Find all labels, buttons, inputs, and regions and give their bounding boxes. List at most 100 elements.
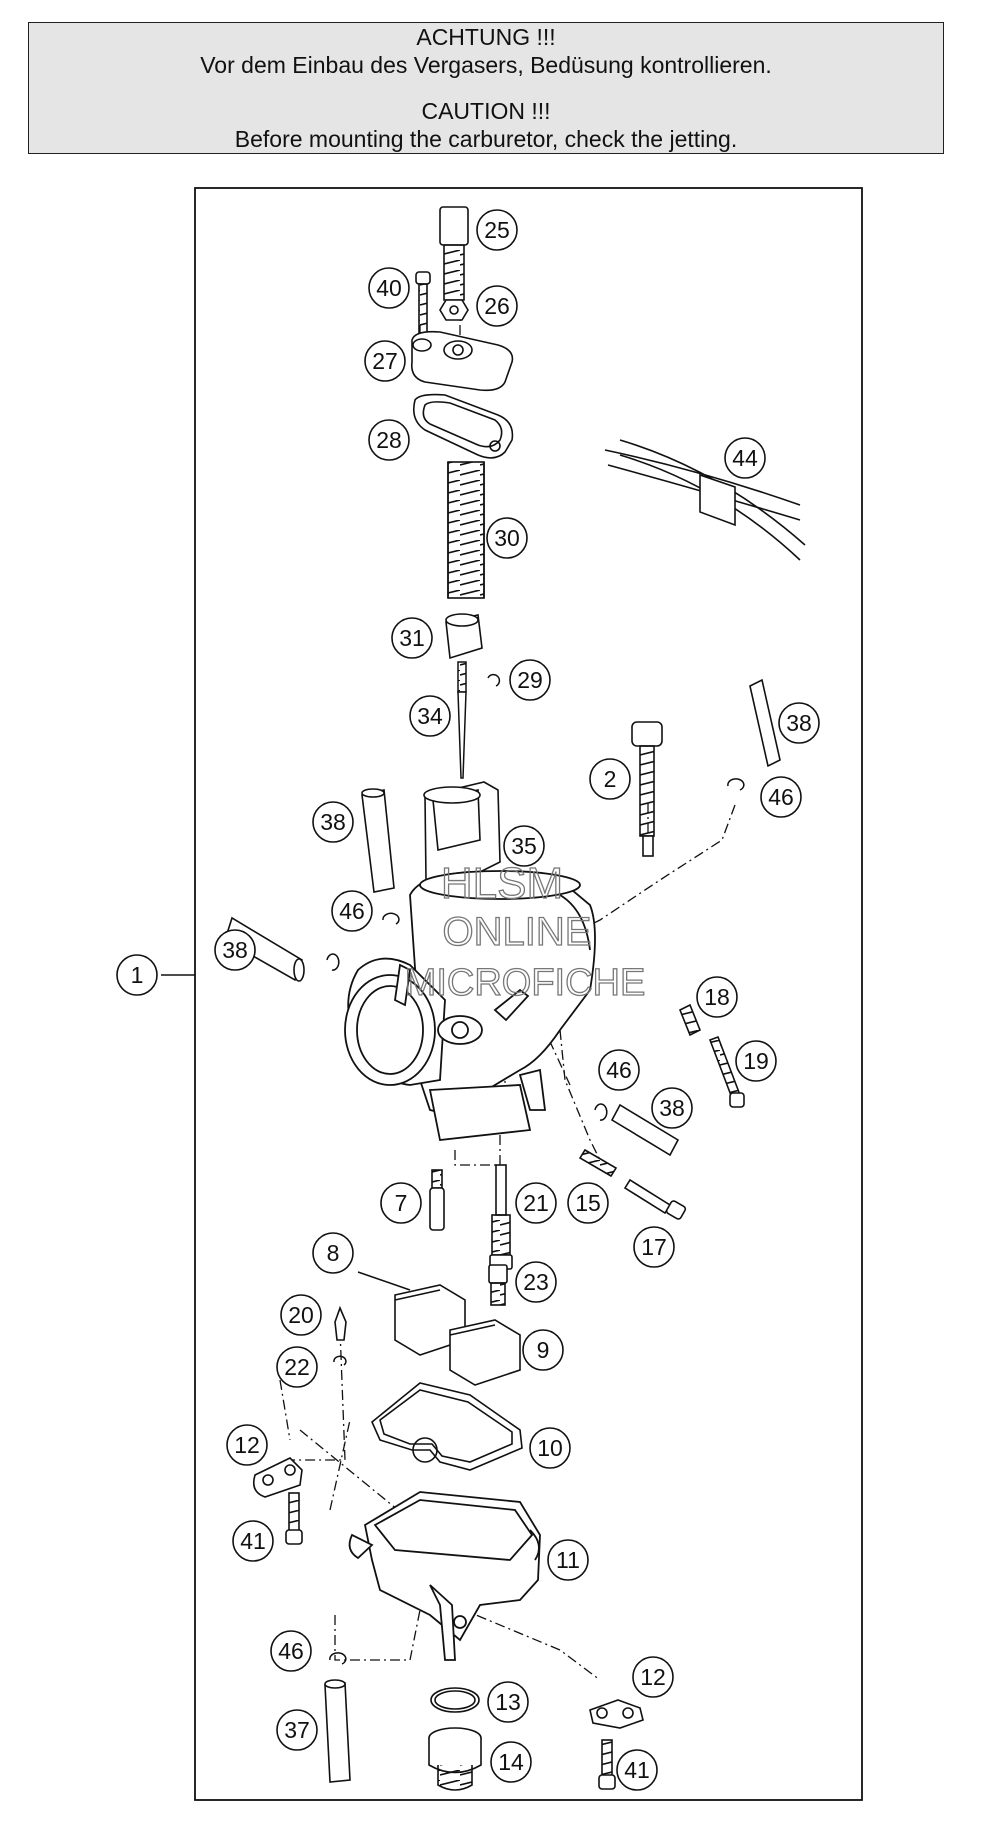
- cover-screw: [415, 271, 431, 335]
- svg-text:29: 29: [517, 667, 543, 693]
- watermark-line-1: HLSM: [441, 859, 563, 908]
- caution-text-english: Before mounting the carburetor, check th…: [234, 126, 738, 152]
- float-needle-clip: [333, 1355, 347, 1366]
- float-bowl: [348, 1491, 541, 1661]
- hose-top-right: [749, 678, 781, 768]
- svg-text:46: 46: [278, 1638, 304, 1664]
- needle-clip: [487, 673, 501, 687]
- svg-text:15: 15: [575, 1190, 601, 1216]
- callout-44: 44: [724, 437, 766, 479]
- callout-12-top: 12: [226, 1424, 268, 1466]
- svg-text:34: 34: [417, 703, 443, 729]
- svg-text:9: 9: [537, 1337, 550, 1363]
- needle-clip-holder: [445, 613, 483, 660]
- pilot-jet: [429, 1169, 445, 1231]
- callout-34: 34: [409, 695, 451, 737]
- svg-text:41: 41: [624, 1757, 650, 1783]
- callout-8: 8: [312, 1232, 354, 1274]
- drain-plug-o-ring: [430, 1687, 480, 1713]
- caution-heading-german: ACHTUNG !!!: [416, 24, 556, 50]
- svg-text:35: 35: [511, 833, 537, 859]
- watermark-line-3: MICROFICHE: [405, 962, 646, 1004]
- float-needle: [334, 1305, 347, 1341]
- caution-banner: ACHTUNG !!! Vor dem Einbau des Vergasers…: [28, 22, 944, 154]
- float-pin: [357, 1271, 411, 1291]
- float: [394, 1284, 521, 1386]
- callout-38-left: 38: [214, 929, 256, 971]
- callout-10: 10: [529, 1427, 571, 1469]
- bracket-screws: [285, 1492, 616, 1790]
- carburetor-cover: [410, 330, 514, 392]
- svg-text:41: 41: [240, 1528, 266, 1554]
- svg-text:7: 7: [395, 1190, 408, 1216]
- callout-26: 26: [476, 285, 518, 327]
- callout-7: 7: [380, 1182, 422, 1224]
- assembly-frame: [194, 187, 863, 1801]
- svg-text:2: 2: [604, 766, 617, 792]
- svg-text:38: 38: [659, 1095, 685, 1121]
- main-jet: [488, 1264, 508, 1306]
- svg-text:38: 38: [320, 809, 346, 835]
- callout-41-top: 41: [232, 1520, 274, 1562]
- idle-spring: [678, 1003, 702, 1037]
- svg-text:46: 46: [339, 898, 365, 924]
- throttle-slide: [423, 781, 501, 881]
- callout-19: 19: [735, 1040, 777, 1082]
- cover-gasket: [412, 393, 514, 459]
- callout-18: 18: [696, 976, 738, 1018]
- svg-text:30: 30: [494, 525, 520, 551]
- cable-adjuster: [439, 206, 469, 301]
- callout-12-bottom: 12: [632, 1656, 674, 1698]
- callout-35: 35: [503, 825, 545, 867]
- svg-text:37: 37: [284, 1717, 310, 1743]
- callout-21: 21: [515, 1182, 557, 1224]
- callout-40: 40: [368, 267, 410, 309]
- svg-text:31: 31: [399, 625, 425, 651]
- carburetor-body: [344, 870, 596, 1141]
- svg-text:20: 20: [288, 1302, 314, 1328]
- callout-13: 13: [487, 1681, 529, 1723]
- svg-text:13: 13: [495, 1689, 521, 1715]
- svg-text:38: 38: [786, 710, 812, 736]
- idle-screw: [708, 1035, 745, 1108]
- svg-text:25: 25: [484, 217, 510, 243]
- drain-plug: [428, 1727, 482, 1791]
- svg-text:12: 12: [234, 1432, 260, 1458]
- throttle-spring: [447, 461, 485, 599]
- svg-text:12: 12: [640, 1664, 666, 1690]
- callout-46-left: 46: [331, 890, 373, 932]
- callout-30: 30: [486, 517, 528, 559]
- svg-text:38: 38: [222, 937, 248, 963]
- callout-2: 2: [589, 758, 631, 800]
- svg-text:17: 17: [641, 1234, 667, 1260]
- jet-needle: [457, 661, 467, 779]
- callout-46-right: 46: [760, 776, 802, 818]
- svg-text:26: 26: [484, 293, 510, 319]
- svg-text:10: 10: [537, 1435, 563, 1461]
- mixture-screw: [623, 1178, 687, 1220]
- callout-14: 14: [490, 1741, 532, 1783]
- mounting-bracket-bottom: [589, 1699, 644, 1729]
- svg-text:8: 8: [327, 1240, 340, 1266]
- svg-text:44: 44: [732, 445, 758, 471]
- callout-46-mid: 46: [598, 1049, 640, 1091]
- svg-text:18: 18: [704, 984, 730, 1010]
- callout-22: 22: [276, 1346, 318, 1388]
- mixture-spring: [578, 1148, 618, 1178]
- float-bowl-gasket: [371, 1382, 523, 1471]
- callout-46-bottom: 46: [270, 1630, 312, 1672]
- svg-text:19: 19: [743, 1048, 769, 1074]
- callout-17: 17: [633, 1226, 675, 1268]
- callout-9: 9: [522, 1329, 564, 1371]
- caution-text-german: Vor dem Einbau des Vergasers, Bedüsung k…: [200, 52, 772, 78]
- callout-20: 20: [280, 1294, 322, 1336]
- svg-text:23: 23: [523, 1269, 549, 1295]
- callout-15: 15: [567, 1182, 609, 1224]
- svg-text:27: 27: [372, 348, 398, 374]
- svg-text:28: 28: [376, 427, 402, 453]
- svg-text:11: 11: [556, 1547, 580, 1573]
- callout-25: 25: [476, 209, 518, 251]
- callout-27: 27: [364, 340, 406, 382]
- callout-29: 29: [509, 659, 551, 701]
